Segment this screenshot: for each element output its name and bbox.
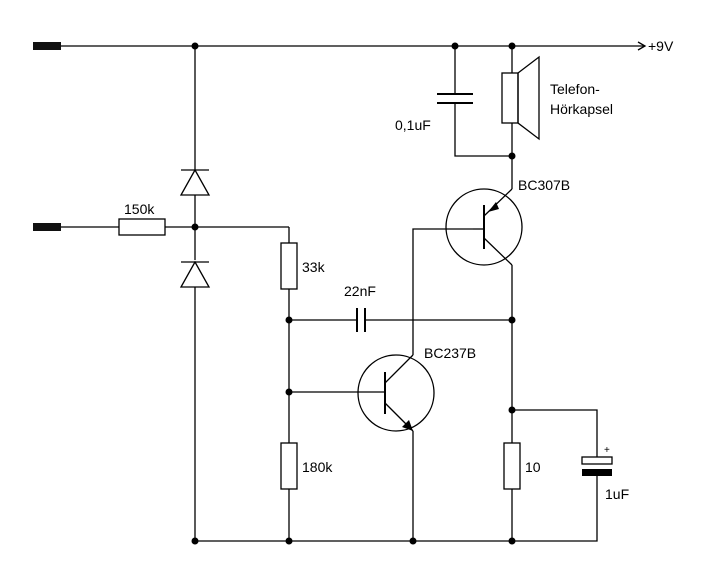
junction-dots — [191, 42, 516, 545]
supply-arrow — [637, 41, 647, 51]
capacitor-1uf — [582, 469, 612, 476]
capacitor-1uf-plus: + — [604, 445, 610, 456]
ground-rail — [195, 476, 598, 542]
resistor-10 — [503, 442, 521, 490]
supply-label: +9V — [648, 38, 674, 54]
resistor-10-label: 10 — [525, 459, 541, 475]
capacitor-1uf-label: 1uF — [605, 486, 629, 502]
resistor-33k-label: 33k — [302, 259, 326, 275]
elko-wire — [512, 409, 598, 457]
resistor-180k — [280, 442, 298, 490]
terminal-input — [33, 223, 61, 231]
transistor-bc307b-label: BC307B — [518, 177, 570, 193]
diode-bottom — [179, 260, 211, 288]
resistor-150k-label: 150k — [124, 201, 155, 217]
transistor-bc237b-label: BC237B — [424, 345, 476, 361]
speaker-icon — [501, 55, 540, 141]
diode-top — [179, 168, 211, 196]
speaker-label: Telefon- — [550, 81, 600, 97]
resistor-150k — [118, 218, 166, 236]
cap-top-wire — [454, 103, 512, 157]
resistor-33k — [280, 242, 298, 290]
npn-collector-wire — [412, 228, 473, 355]
speaker-label-2: Hörkapsel — [550, 101, 613, 117]
terminal-top — [33, 42, 61, 50]
capacitor-22nf-label: 22nF — [344, 283, 376, 299]
transistor-bc237b — [357, 354, 435, 432]
resistor-180k-label: 180k — [302, 459, 333, 475]
capacitor-0-1uf-label: 0,1uF — [395, 117, 431, 133]
transistor-bc307b — [445, 188, 523, 266]
capacitor-1uf — [581, 456, 613, 465]
